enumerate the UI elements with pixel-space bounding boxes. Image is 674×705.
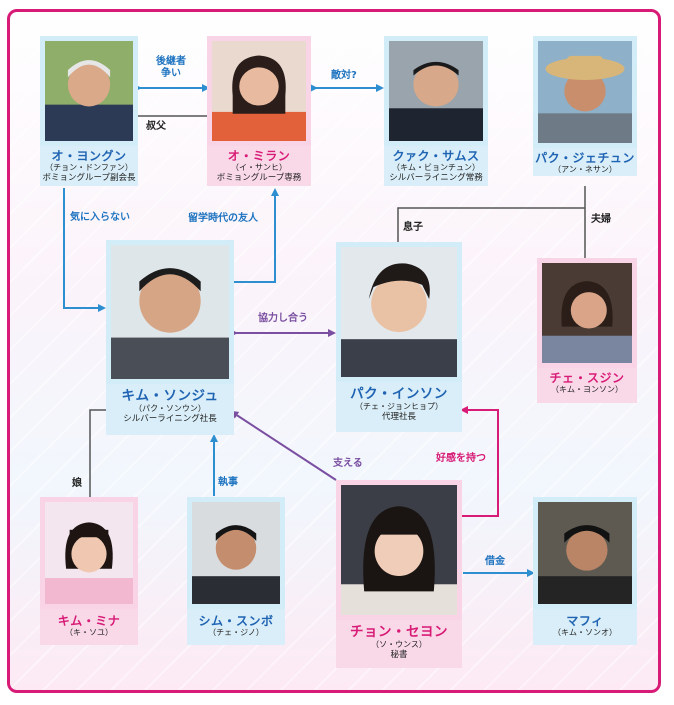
name-plate: キム・ソンジュ （パク・ソンウン） シルバーライニング社長: [106, 384, 234, 435]
person-card-park-inson[interactable]: パク・インソン （チェ・ジョンヒョプ） 代理社長: [336, 242, 462, 432]
person-name: オ・ヨングン: [51, 149, 127, 163]
person-role: シルバーライニング常務: [389, 173, 483, 183]
portrait-photo: [40, 497, 138, 609]
label-butler: 執事: [218, 477, 238, 488]
edge-study-friend: [228, 188, 279, 286]
portrait-photo: [336, 242, 462, 382]
person-name: チェ・スジン: [549, 371, 625, 385]
label-successor: 後継者 争い: [156, 56, 186, 80]
portrait-photo: [537, 258, 637, 368]
portrait-photo: [533, 36, 637, 148]
portrait-photo: [384, 36, 488, 146]
name-plate: オ・ヨングン （チョン・ドンファン） ボミョングループ副会長: [40, 146, 138, 186]
label-couple: 夫婦: [591, 214, 611, 225]
label-displeased: 気に入らない: [70, 212, 130, 223]
edge-daughter: [89, 409, 112, 498]
person-name: キム・ミナ: [57, 614, 121, 628]
name-plate: パク・ジェチュン （アン・ネサン）: [533, 148, 637, 176]
actor-name: （チョン・ドンファン）: [45, 163, 133, 172]
label-affection: 好感を持つ: [436, 453, 486, 464]
label-debt: 借金: [485, 556, 505, 567]
person-name: チョン・セヨン: [350, 624, 448, 640]
label-rival: 敵対?: [331, 70, 357, 81]
actor-name: （キム・ソンオ）: [553, 628, 617, 637]
actor-name: （キム・ビョンチュン）: [392, 163, 480, 172]
label-cooperate: 協力し合う: [258, 313, 308, 324]
edge-son: [397, 207, 585, 243]
person-card-jeon-seyon[interactable]: チョン・セヨン （ソ・ウンス） 秘書: [336, 480, 462, 668]
name-plate: シム・スンボ （チェ・ジノ）: [187, 609, 285, 645]
actor-name: （チェ・ジョンヒョプ）: [355, 402, 443, 411]
name-plate: チェ・スジン （キム・ヨンソン）: [537, 368, 637, 403]
name-plate: クァク・サムス （キム・ビョンチュン） シルバーライニング常務: [384, 146, 488, 186]
person-card-kwak-samsu[interactable]: クァク・サムス （キム・ビョンチュン） シルバーライニング常務: [384, 36, 488, 186]
person-name: オ・ミラン: [227, 149, 291, 163]
person-card-park-jechun[interactable]: パク・ジェチュン （アン・ネサン）: [533, 36, 637, 186]
person-role: 秘書: [390, 650, 408, 660]
person-name: キム・ソンジュ: [121, 388, 219, 404]
actor-name: （アン・ネサン）: [553, 165, 617, 174]
actor-name: （キ・ソユ）: [65, 628, 113, 637]
name-plate: マフィ （キム・ソンオ）: [533, 609, 637, 645]
person-role: シルバーライニング社長: [123, 414, 217, 424]
portrait-photo: [187, 497, 285, 609]
portrait-photo: [336, 480, 462, 620]
person-card-oh-miran[interactable]: オ・ミラン （イ・サンヒ） ボミョングループ専務: [207, 36, 311, 186]
person-card-kim-mina[interactable]: キム・ミナ （キ・ソユ）: [40, 497, 138, 645]
name-plate: チョン・セヨン （ソ・ウンス） 秘書: [336, 620, 462, 668]
person-card-mafi[interactable]: マフィ （キム・ソンオ）: [533, 497, 637, 645]
person-role: ボミョングループ専務: [216, 173, 302, 183]
person-card-sim-sunbo[interactable]: シム・スンボ （チェ・ジノ）: [187, 497, 285, 645]
label-study-friend: 留学時代の友人: [188, 213, 258, 224]
portrait-photo: [207, 36, 311, 146]
edge-displeased: [63, 188, 106, 312]
label-successor-line1: 後継者: [156, 56, 186, 67]
actor-name: （パク・ソンウン）: [134, 404, 206, 413]
person-card-oh-yonggun[interactable]: オ・ヨングン （チョン・ドンファン） ボミョングループ副会長: [40, 36, 138, 186]
portrait-photo: [106, 240, 234, 384]
label-successor-line2: 争い: [161, 68, 181, 79]
person-name: パク・ジェチュン: [535, 151, 635, 165]
actor-name: （チェ・ジノ）: [208, 628, 264, 637]
person-card-che-sujin[interactable]: チェ・スジン （キム・ヨンソン）: [537, 258, 637, 403]
portrait-photo: [533, 497, 637, 609]
person-role: 代理社長: [381, 412, 416, 422]
person-name: パク・インソン: [350, 386, 448, 402]
actor-name: （キム・ヨンソン）: [551, 385, 623, 394]
name-plate: オ・ミラン （イ・サンヒ） ボミョングループ専務: [207, 146, 311, 186]
person-name: クァク・サムス: [392, 149, 480, 163]
label-son: 息子: [403, 222, 423, 233]
actor-name: （ソ・ウンス）: [371, 640, 427, 649]
person-role: ボミョングループ副会長: [42, 173, 136, 183]
person-card-kim-sonju[interactable]: キム・ソンジュ （パク・ソンウン） シルバーライニング社長: [106, 240, 234, 435]
edge-support: [230, 410, 337, 481]
person-name: マフィ: [566, 614, 604, 628]
actor-name: （イ・サンヒ）: [231, 163, 287, 172]
label-uncle: 叔父: [146, 121, 166, 132]
label-daughter: 娘: [72, 478, 82, 489]
person-name: シム・スンボ: [198, 614, 274, 628]
name-plate: キム・ミナ （キ・ソユ）: [40, 609, 138, 645]
label-support: 支える: [333, 458, 363, 469]
portrait-photo: [40, 36, 138, 146]
edge-affection: [456, 406, 499, 520]
name-plate: パク・インソン （チェ・ジョンヒョプ） 代理社長: [336, 382, 462, 432]
